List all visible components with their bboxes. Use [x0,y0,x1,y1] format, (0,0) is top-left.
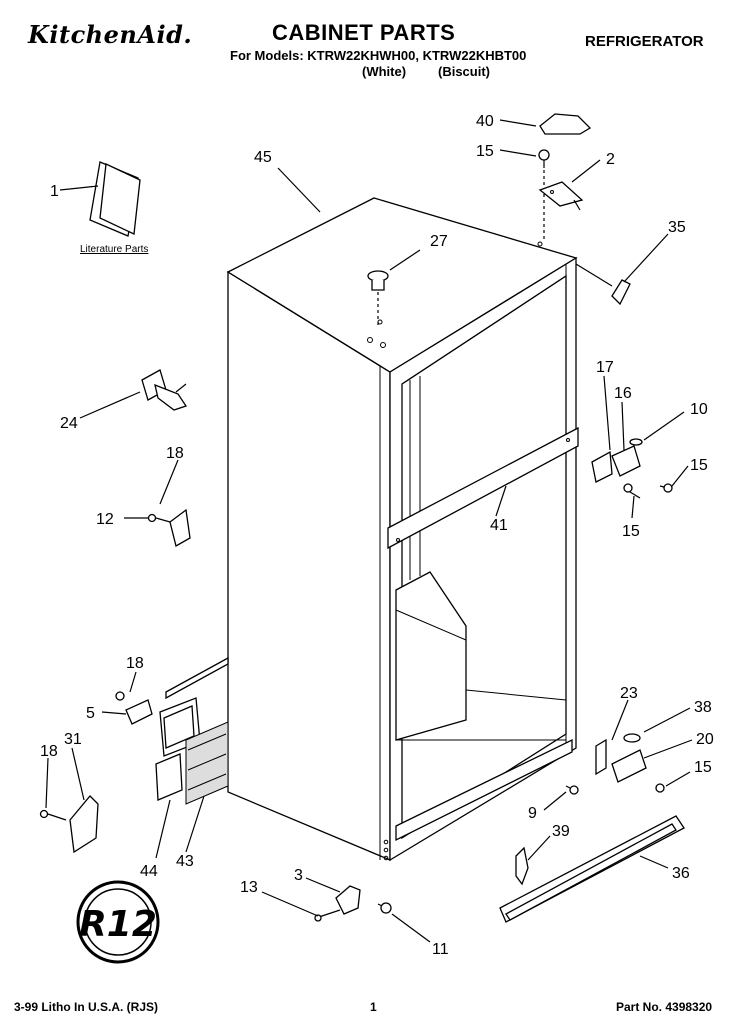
color-white-label: (White) [362,64,407,79]
callout-27: 27 [430,233,448,250]
callout-numbers: 1 40 15 2 45 35 27 24 18 12 17 16 10 15 … [40,113,714,958]
brand-logo: KitchenAid. [28,20,193,49]
callout-43: 43 [176,853,194,870]
callout-15-bottom: 15 [694,759,712,776]
bottom-hinge [595,733,665,793]
top-hinge [538,181,584,211]
liner-recess [395,571,467,741]
callout-1: 1 [50,183,59,200]
callout-20: 20 [696,731,714,748]
callout-2: 2 [606,151,615,168]
callout-5: 5 [86,705,95,722]
callout-17: 17 [596,359,614,376]
divider-mullion [387,426,579,550]
callout-18-upper: 18 [166,445,184,462]
screw-part-9 [565,785,579,795]
callout-38: 38 [694,699,712,716]
lower-left-hinge-parts [115,656,229,805]
callout-3: 3 [294,867,303,884]
leveling-leg-assembly [141,369,188,411]
cabinet-bottom-rail [395,738,573,842]
footer-page-number: 1 [370,1000,377,1014]
insulation-pad [185,721,229,805]
callout-39: 39 [552,823,570,840]
footer-litho: 3-99 Litho In U.S.A. (RJS) [14,1000,159,1014]
cabinet-body [226,197,578,862]
callout-16: 16 [614,385,632,402]
screw-top-hinge [538,149,550,240]
callout-15-top: 15 [476,143,494,160]
center-hinge [591,438,673,499]
callout-31: 31 [64,731,82,748]
hinge-cover [539,113,592,135]
callout-12: 12 [96,511,114,528]
toe-grille [499,815,685,923]
callout-35: 35 [668,219,686,236]
seal-text: R12 [79,904,157,945]
category-label: REFRIGERATOR [585,33,704,50]
callout-45: 45 [254,149,272,166]
literature-parts-booklet [89,161,141,237]
callout-13: 13 [240,879,258,896]
color-biscuit-label: (Biscuit) [438,64,490,79]
r12-seal: R12 [76,880,160,964]
door-stop-bracket [147,508,191,547]
callout-44: 44 [140,863,158,880]
cabinet-side-panel [227,270,391,861]
callout-36: 36 [672,865,690,882]
hinge-cover-left [39,795,99,854]
models-line: For Models: KTRW22KHWH00, KTRW22KHBT00 [230,48,527,63]
clip-part-39 [515,846,529,886]
callout-23: 23 [620,685,638,702]
page-title: CABINET PARTS [272,20,456,45]
callout-41: 41 [490,517,508,534]
callout-11: 11 [432,941,449,958]
hinge-cap [611,279,631,306]
callout-9: 9 [528,805,537,822]
hole-plug [367,270,389,328]
callout-24: 24 [60,415,78,432]
literature-parts-label: Literature Parts [80,244,149,255]
roller-part-3 [314,885,361,922]
callout-40: 40 [476,113,494,130]
callout-18-middle: 18 [126,655,144,672]
callout-18-lower: 18 [40,743,58,760]
callout-15-mid: 15 [622,523,640,540]
footer-part-number: Part No. 4398320 [616,1000,713,1014]
callout-10: 10 [690,401,708,418]
callout-15-mid-right: 15 [690,457,708,474]
screw-part-11 [377,902,392,914]
leader-lines [45,119,693,943]
